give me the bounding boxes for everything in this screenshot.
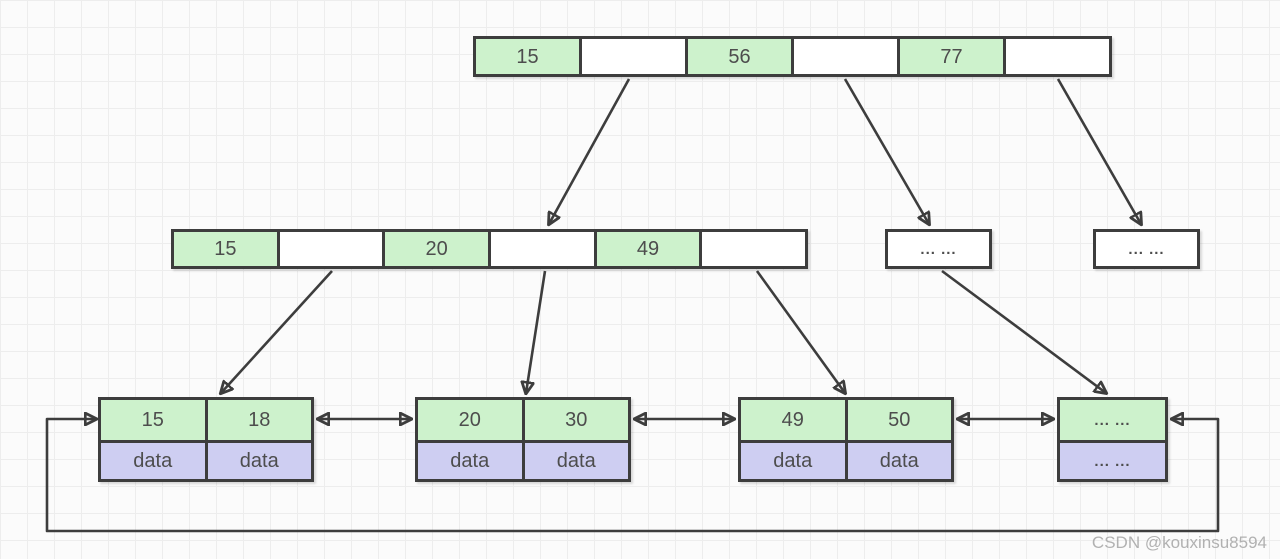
leaf-key-cell: 30 bbox=[521, 400, 628, 440]
leaf-key-cell: 49 bbox=[741, 400, 845, 440]
root-key-cell: 56 bbox=[685, 39, 791, 74]
edge-internal-to-leaf-1 bbox=[221, 270, 333, 393]
internal-pointer-cell bbox=[699, 232, 806, 266]
ellipsis-label: ... ... bbox=[888, 232, 989, 266]
internal-key-cell: 49 bbox=[593, 232, 700, 266]
leaf-key-cell: 18 bbox=[204, 400, 311, 440]
leaf-key-cell: 50 bbox=[844, 400, 951, 440]
edge-root-to-internal bbox=[549, 78, 631, 224]
edge-ellipsis-to-leaf-4 bbox=[941, 269, 1106, 393]
root-key-cell: 15 bbox=[476, 39, 579, 74]
internal-key-cell: 20 bbox=[382, 232, 489, 266]
leaf-data-cell: ... ... bbox=[1060, 443, 1165, 479]
edge-root-to-ellipsis-1 bbox=[843, 78, 929, 224]
root-pointer-cell bbox=[791, 39, 897, 74]
internal-node: 15 20 49 bbox=[171, 229, 808, 269]
leaf-key-cell: 20 bbox=[418, 400, 522, 440]
edge-root-to-ellipsis-2 bbox=[1056, 78, 1141, 224]
leaf-data-cell: data bbox=[844, 443, 951, 479]
leaf-node: 15 18 data data bbox=[98, 397, 314, 482]
leaf-data-cell: data bbox=[204, 443, 311, 479]
internal-key-cell: 15 bbox=[174, 232, 277, 266]
leaf-node: 20 30 data data bbox=[415, 397, 631, 482]
ellipsis-label: ... ... bbox=[1096, 232, 1197, 266]
watermark: CSDN @kouxinsu8594 bbox=[1091, 533, 1267, 552]
root-pointer-cell bbox=[579, 39, 685, 74]
internal-pointer-cell bbox=[276, 232, 383, 266]
leaf-ellipsis-node: ... ... ... ... bbox=[1057, 397, 1168, 482]
leaf-data-cell: data bbox=[521, 443, 628, 479]
root-pointer-cell bbox=[1003, 39, 1109, 74]
leaf-data-cell: data bbox=[418, 443, 522, 479]
leaf-data-cell: data bbox=[101, 443, 205, 479]
edge-internal-to-leaf-3 bbox=[755, 270, 845, 393]
leaf-node: 49 50 data data bbox=[738, 397, 954, 482]
leaf-key-cell: 15 bbox=[101, 400, 205, 440]
leaf-key-cell: ... ... bbox=[1060, 400, 1165, 440]
leaf-data-cell: data bbox=[741, 443, 845, 479]
internal-pointer-cell bbox=[488, 232, 594, 266]
internal-ellipsis-node: ... ... bbox=[1093, 229, 1200, 269]
root-key-cell: 77 bbox=[897, 39, 1003, 74]
edge-internal-to-leaf-2 bbox=[526, 270, 547, 393]
root-node: 15 56 77 bbox=[473, 36, 1112, 77]
internal-ellipsis-node: ... ... bbox=[885, 229, 992, 269]
